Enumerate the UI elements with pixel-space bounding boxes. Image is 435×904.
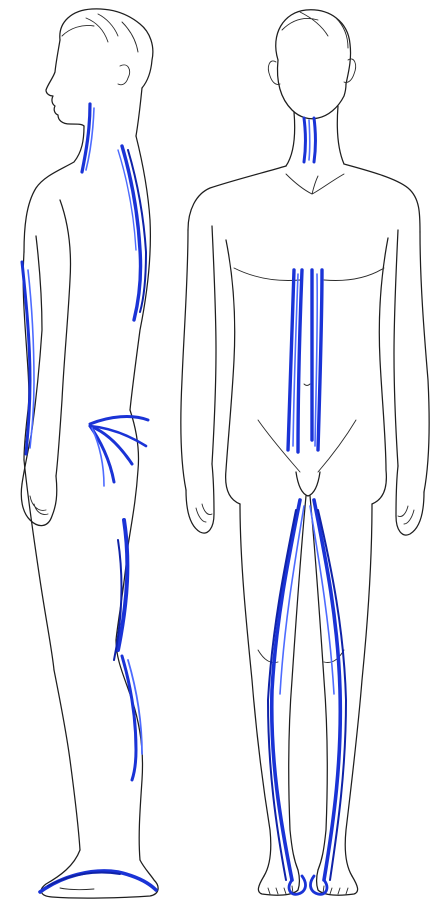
side-figure-outline: [21, 9, 158, 898]
front-view-figure: [181, 10, 429, 895]
side-view-figure: [21, 9, 158, 898]
side-figure-blue-lines: [22, 104, 156, 892]
front-figure-blue-lines: [268, 118, 346, 894]
